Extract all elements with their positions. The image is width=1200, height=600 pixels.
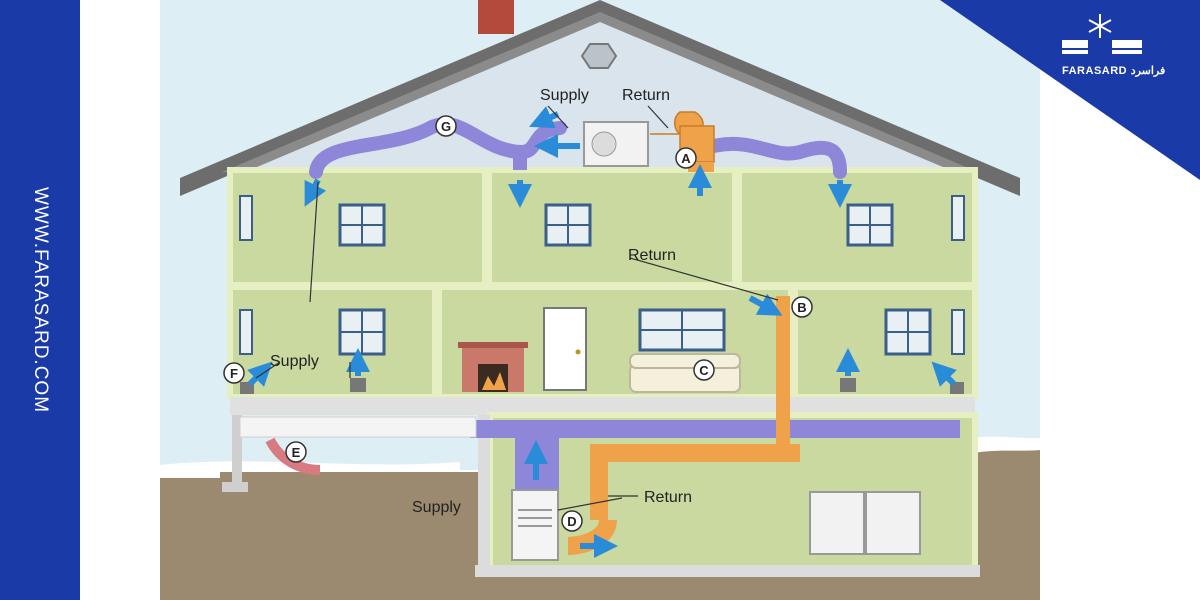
window-mid-right [884, 308, 932, 356]
label-return-mid: Return [628, 247, 676, 264]
marker-e: E [285, 441, 307, 463]
label-supply-top: Supply [540, 87, 589, 104]
left-brand-bar [0, 0, 80, 600]
label-return-top: Return [622, 87, 670, 104]
svg-text:F: F [230, 366, 238, 381]
label-return-bottom: Return [644, 489, 692, 506]
window-upper-right [846, 203, 894, 247]
logo-brand-latin: FARASARD [1062, 65, 1128, 77]
svg-text:E: E [292, 445, 301, 460]
basement-supply-trunk [470, 420, 960, 438]
washer [809, 491, 865, 555]
svg-text:B: B [797, 300, 806, 315]
window-mid-center [638, 308, 726, 352]
logo-mark [1062, 40, 1142, 54]
svg-text:D: D [567, 514, 576, 529]
vertical-return-duct [776, 296, 790, 444]
sofa [629, 353, 741, 393]
fireplace [458, 342, 528, 392]
marker-c: C [693, 359, 715, 381]
svg-text:G: G [441, 119, 451, 134]
chimney [478, 0, 514, 34]
label-supply-bottom: Supply [412, 499, 461, 516]
marker-b: B [791, 296, 813, 318]
flex-duct-e [265, 437, 321, 475]
marker-a: A [675, 147, 697, 169]
interior-door [543, 307, 587, 391]
snowflake-icon [1088, 14, 1112, 38]
marker-d: D [561, 510, 583, 532]
insulated-supply-duct [239, 416, 477, 438]
window-mid-left [338, 308, 386, 356]
basement-return-trunk [590, 444, 800, 462]
window-upper-mid [544, 203, 592, 247]
logo-wordmark: FARASARD فراسرد [1062, 64, 1165, 77]
attic-vent [580, 43, 618, 69]
window-upper-left [338, 203, 386, 247]
furnace [511, 489, 559, 561]
website-url: WWW.FARASARD.COM [30, 186, 51, 414]
attic-supply-duct-right [693, 136, 847, 179]
marker-g: G [435, 115, 457, 137]
label-supply-left: Supply [270, 353, 319, 370]
airflow-arrows [247, 106, 957, 558]
marker-f: F [223, 362, 245, 384]
svg-text:A: A [681, 151, 691, 166]
svg-text:C: C [699, 363, 709, 378]
brand-corner [940, 0, 1200, 180]
logo-brand-persian: فراسرد [1130, 65, 1166, 77]
dryer [865, 491, 921, 555]
floor-register [350, 378, 366, 392]
hvac-house-diagram: Supply Return Return Supply Supply Retur… [160, 0, 1040, 600]
ground-left [160, 478, 230, 600]
ground-right [965, 450, 1040, 600]
